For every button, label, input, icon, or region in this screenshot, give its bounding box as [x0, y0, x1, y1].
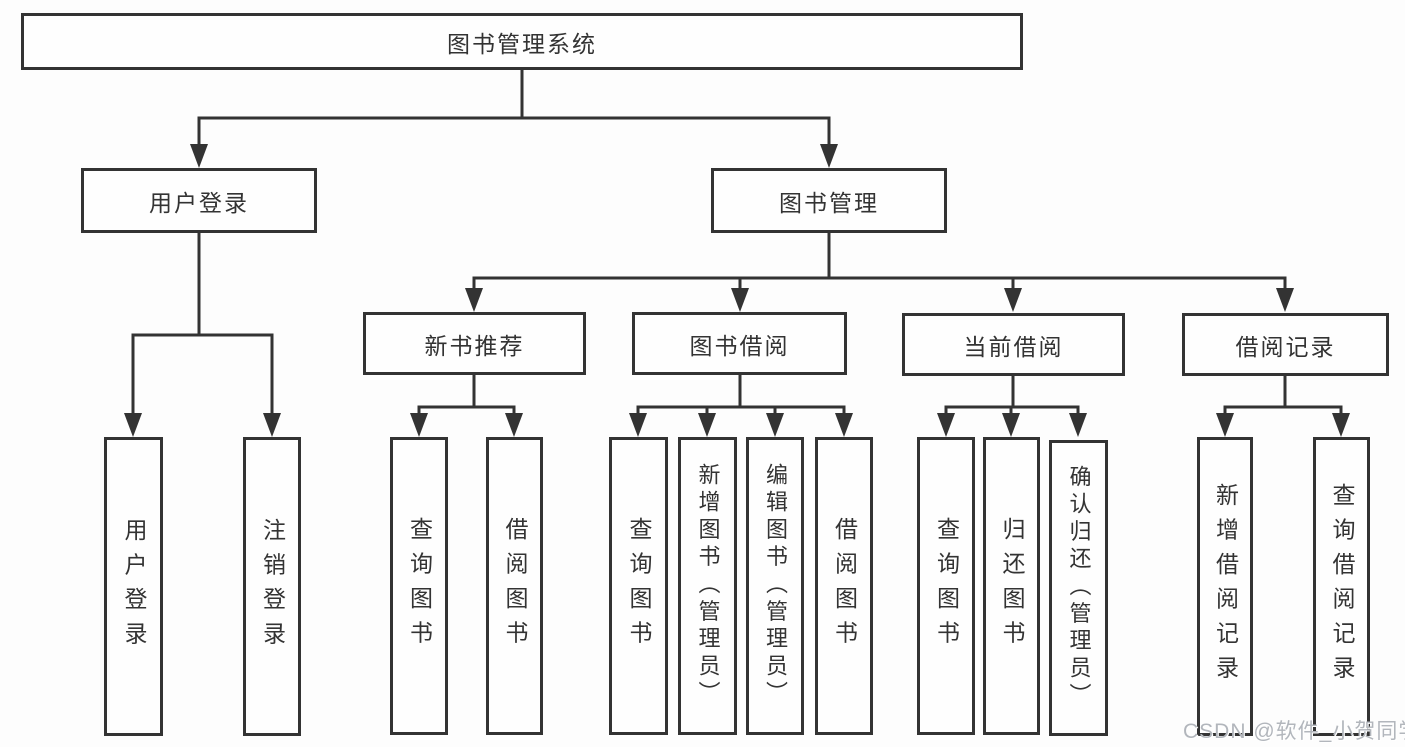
node-current-borrow: 当前借阅	[902, 313, 1125, 376]
leaf-edit-books-admin: 编辑图书（管理员）	[746, 437, 804, 735]
leaf-user-login: 用户登录	[104, 437, 163, 736]
leaf-query-borrow-record: 查询借阅记录	[1313, 437, 1370, 736]
node-new-book-recommend: 新书推荐	[363, 312, 586, 375]
connector-book-borrow	[636, 375, 846, 420]
leaf-add-books-admin: 新增图书（管理员）	[678, 437, 737, 735]
arrow-icon	[124, 413, 142, 437]
leaf-logout: 注销登录	[243, 437, 301, 736]
arrow-icon	[1002, 413, 1020, 437]
arrow-icon	[1004, 288, 1022, 312]
leaf-label: 用户登录	[121, 517, 147, 656]
arrow-icon	[629, 413, 647, 437]
leaf-label: 查询图书	[626, 517, 652, 655]
leaf-query-books-borrow: 查询图书	[609, 437, 668, 735]
leaf-label: 查询图书	[406, 517, 433, 655]
node-book-borrow: 图书借阅	[632, 312, 847, 375]
leaf-return-books: 归还图书	[983, 437, 1040, 735]
arrow-icon	[190, 144, 208, 168]
leaf-label: 归还图书	[999, 517, 1025, 655]
arrow-icon	[937, 413, 955, 437]
arrow-icon	[1276, 288, 1294, 312]
leaf-label: 查询图书	[933, 517, 960, 655]
connector-root	[197, 69, 831, 150]
arrow-icon	[820, 144, 838, 168]
arrow-icon	[465, 288, 483, 312]
leaf-add-borrow-record: 新增借阅记录	[1197, 437, 1253, 736]
node-book-management: 图书管理	[711, 168, 947, 233]
leaf-label: 借阅图书	[502, 517, 528, 655]
arrow-icon	[835, 413, 853, 437]
leaf-label: 编辑图书（管理员）	[763, 463, 788, 709]
node-user-login: 用户登录	[81, 168, 317, 233]
arrow-icon	[1069, 413, 1087, 437]
leaf-confirm-return-admin: 确认归还（管理员）	[1049, 440, 1108, 736]
arrow-icon	[505, 413, 523, 437]
node-borrow-records: 借阅记录	[1182, 313, 1389, 376]
arrow-icon	[766, 413, 784, 437]
node-root: 图书管理系统	[21, 13, 1023, 70]
leaf-label: 借阅图书	[831, 517, 858, 655]
leaf-label: 新增借阅记录	[1212, 483, 1239, 690]
arrow-icon	[263, 413, 281, 437]
leaf-label: 注销登录	[259, 517, 286, 656]
arrow-icon	[410, 413, 428, 437]
arrow-icon	[1332, 413, 1350, 437]
arrow-icon	[731, 288, 749, 312]
leaf-label: 查询借阅记录	[1329, 483, 1355, 690]
leaf-label: 新增图书（管理员）	[695, 463, 721, 709]
connector-current-borrow	[944, 376, 1080, 420]
connector-user-login	[131, 232, 274, 420]
connector-new-book-recommend	[417, 375, 516, 420]
leaf-borrow-books-recommend: 借阅图书	[486, 437, 543, 735]
leaf-label: 确认归还（管理员）	[1066, 465, 1092, 711]
arrow-icon	[698, 413, 716, 437]
connector-book-management	[472, 232, 1287, 295]
leaf-query-books-recommend: 查询图书	[390, 437, 448, 735]
arrow-icon	[1216, 413, 1234, 437]
connector-borrow-records	[1223, 376, 1343, 420]
watermark: CSDN @软件_小贺同学	[1183, 720, 1405, 743]
leaf-query-books-current: 查询图书	[917, 437, 975, 735]
leaf-borrow-books: 借阅图书	[815, 437, 873, 735]
